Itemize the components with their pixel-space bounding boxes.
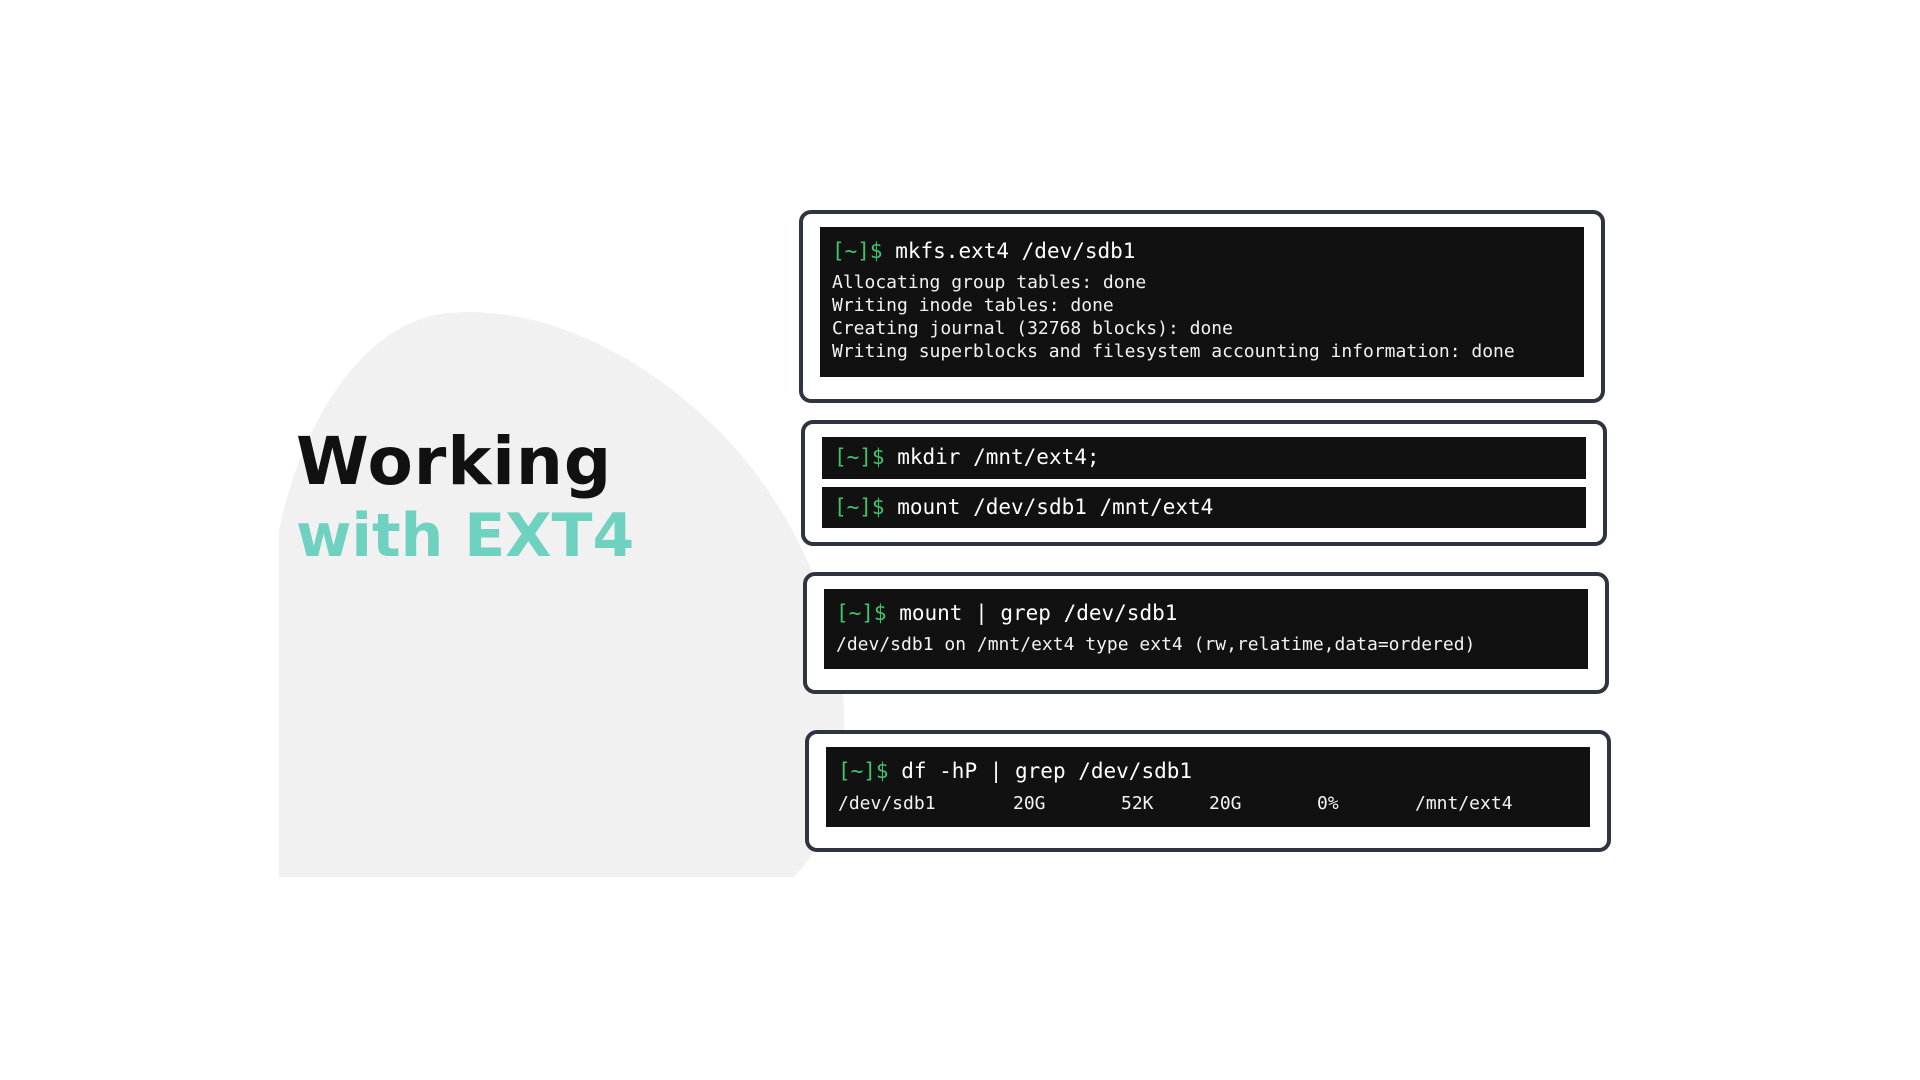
terminal-mkdir: [~]$ mkdir /mnt/ext4; — [822, 437, 1586, 479]
terminal-card-df: [~]$ df -hP | grep /dev/sdb1 /dev/sdb1 2… — [805, 730, 1611, 852]
command-text: df -hP | grep /dev/sdb1 — [901, 759, 1193, 783]
shell-prompt: [~]$ — [836, 601, 887, 625]
output-line: Writing inode tables: done — [832, 295, 1114, 316]
command-text: mount | grep /dev/sdb1 — [899, 601, 1178, 625]
terminal-card-grep: [~]$ mount | grep /dev/sdb1 /dev/sdb1 on… — [803, 572, 1609, 694]
output-line: /dev/sdb1 on /mnt/ext4 type ext4 (rw,rel… — [836, 634, 1476, 655]
df-use-percent: 0% — [1317, 793, 1339, 814]
df-used: 52K — [1121, 793, 1154, 814]
command-text: mkfs.ext4 /dev/sdb1 — [895, 239, 1136, 263]
title-ext4: with EXT4 — [296, 501, 635, 571]
title-working: Working — [296, 423, 613, 500]
shell-prompt: [~]$ — [838, 759, 889, 783]
df-mountpoint: /mnt/ext4 — [1415, 793, 1513, 814]
df-output-row: /dev/sdb1 20G 52K 20G 0% /mnt/ext4 — [838, 791, 1578, 817]
output-line: Allocating group tables: done — [832, 272, 1147, 293]
output-line: Creating journal (32768 blocks): done — [832, 318, 1233, 339]
page-title: Working with EXT4 — [296, 424, 634, 572]
df-size: 20G — [1013, 793, 1046, 814]
command-line: [~]$ mount | grep /dev/sdb1 — [836, 597, 1576, 629]
background-blob — [279, 312, 845, 877]
terminal-mount-grep: [~]$ mount | grep /dev/sdb1 /dev/sdb1 on… — [824, 589, 1588, 669]
df-available: 20G — [1209, 793, 1242, 814]
terminal-mkfs: [~]$ mkfs.ext4 /dev/sdb1 Allocating grou… — [820, 227, 1584, 377]
terminal-card-mount: [~]$ mkdir /mnt/ext4; [~]$ mount /dev/sd… — [801, 420, 1607, 546]
shell-prompt: [~]$ — [834, 494, 885, 519]
command-line: [~]$ mkfs.ext4 /dev/sdb1 — [832, 235, 1572, 267]
command-text: mkdir /mnt/ext4; — [897, 445, 1100, 469]
command-line: [~]$ mkdir /mnt/ext4; — [834, 441, 1574, 473]
df-filesystem: /dev/sdb1 — [838, 793, 936, 814]
shell-prompt: [~]$ — [834, 445, 885, 469]
output-line: Writing superblocks and filesystem accou… — [832, 341, 1515, 362]
terminal-mount: [~]$ mount /dev/sdb1 /mnt/ext4 — [822, 486, 1586, 528]
command-line: [~]$ mount /dev/sdb1 /mnt/ext4 — [834, 491, 1574, 523]
terminal-card-mkfs: [~]$ mkfs.ext4 /dev/sdb1 Allocating grou… — [799, 210, 1605, 403]
command-line: [~]$ df -hP | grep /dev/sdb1 — [838, 755, 1578, 787]
terminal-df: [~]$ df -hP | grep /dev/sdb1 /dev/sdb1 2… — [826, 747, 1590, 827]
command-text: mount /dev/sdb1 /mnt/ext4 — [897, 494, 1214, 519]
shell-prompt: [~]$ — [832, 239, 883, 263]
